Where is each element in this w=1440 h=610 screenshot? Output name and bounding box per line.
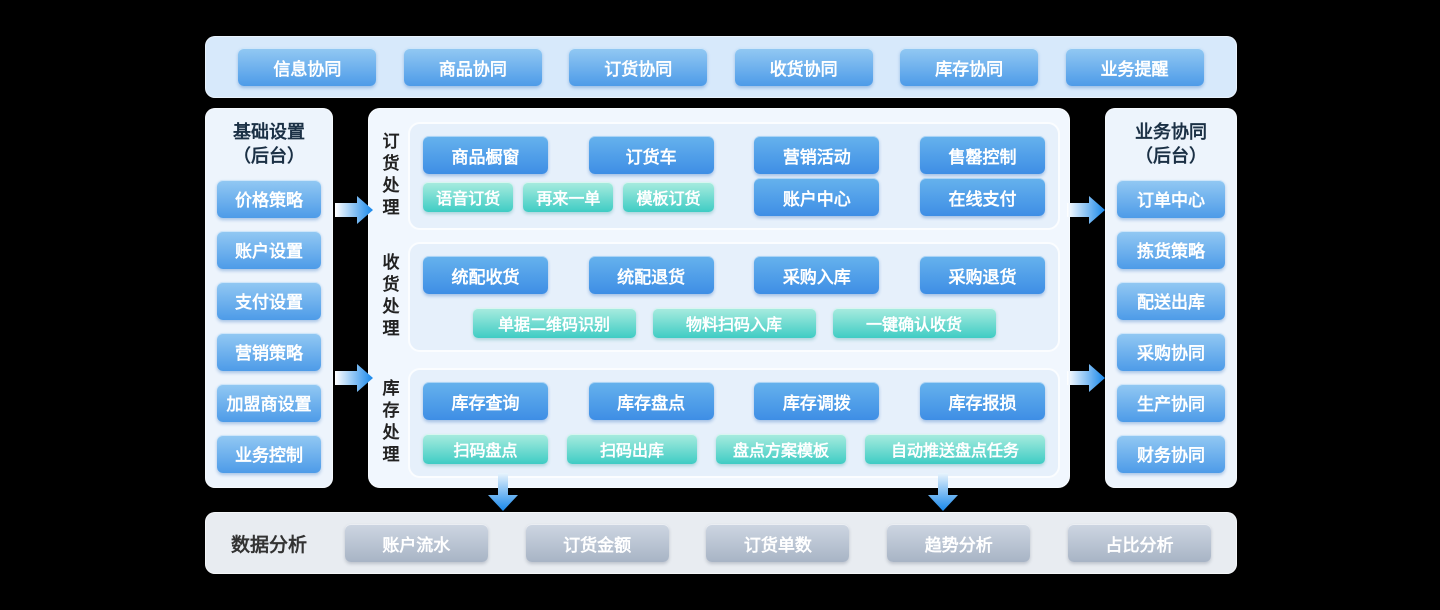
arrow-right-icon	[335, 364, 373, 392]
order-btn-account-center[interactable]: 账户中心	[754, 178, 880, 216]
right-panel-title-line1: 业务协同	[1135, 122, 1207, 142]
order-btn-template-order[interactable]: 模板订货	[623, 182, 714, 212]
inventory-btn-scan-stocktake[interactable]: 扫码盘点	[423, 434, 548, 464]
order-btn-product-showcase[interactable]: 商品橱窗	[423, 136, 548, 174]
analysis-btn-order-count[interactable]: 订货单数	[706, 524, 850, 562]
top-bar-button-order-collab[interactable]: 订货协同	[569, 48, 708, 86]
left-item-marketing-strategy[interactable]: 营销策略	[217, 332, 321, 371]
inventory-btn-auto-push-task[interactable]: 自动推送盘点任务	[865, 434, 1045, 464]
receive-btn-qrcode-recognition[interactable]: 单据二维码识别	[472, 308, 636, 338]
left-item-franchisee-settings[interactable]: 加盟商设置	[217, 383, 321, 422]
right-item-order-center[interactable]: 订单中心	[1117, 179, 1225, 218]
data-analysis-label: 数据分析	[231, 534, 308, 556]
order-btn-order-cart[interactable]: 订货车	[588, 136, 714, 174]
arrow-right-icon	[335, 196, 373, 224]
analysis-btn-ratio-analysis[interactable]: 占比分析	[1068, 524, 1211, 562]
receive-btn-material-scan-inbound[interactable]: 物料扫码入库	[652, 308, 816, 338]
receive-btn-purchase-return[interactable]: 采购退货	[919, 256, 1045, 294]
top-bar-button-business-remind[interactable]: 业务提醒	[1065, 48, 1204, 86]
arrow-down-icon	[928, 473, 958, 511]
top-collaboration-panel: 信息协同 商品协同 订货协同 收货协同 库存协同 业务提醒	[205, 36, 1237, 98]
order-btn-marketing-activity[interactable]: 营销活动	[754, 136, 880, 174]
inventory-btn-transfer[interactable]: 库存调拨	[754, 382, 880, 420]
right-item-delivery-outbound[interactable]: 配送出库	[1117, 281, 1225, 320]
row-label-receive-processing: 收货处理	[379, 253, 399, 341]
left-panel-title-line1: 基础设置	[233, 122, 305, 142]
inventory-btn-stocktake-template[interactable]: 盘点方案模板	[716, 434, 846, 464]
order-btn-soldout-control[interactable]: 售罄控制	[919, 136, 1045, 174]
middle-processing-panel: 订货处理 商品橱窗 订货车 营销活动 售罄控制 语音订货 再来一单 模板订货 账…	[368, 108, 1070, 488]
left-panel-title-line2: （后台）	[233, 146, 305, 167]
left-item-price-strategy[interactable]: 价格策略	[217, 179, 321, 218]
right-panel-title: 业务协同 （后台）	[1135, 120, 1207, 169]
receive-btn-oneclick-confirm[interactable]: 一键确认收货	[832, 308, 996, 338]
row-label-order-processing: 订货处理	[379, 132, 399, 220]
left-item-account-settings[interactable]: 账户设置	[217, 230, 321, 269]
top-bar-button-info-collab[interactable]: 信息协同	[238, 48, 377, 86]
right-item-production-collab[interactable]: 生产协同	[1117, 383, 1225, 422]
right-collaboration-panel: 业务协同 （后台） 订单中心 拣货策略 配送出库 采购协同 生产协同 财务协同	[1105, 108, 1237, 488]
row-label-inventory-processing: 库存处理	[379, 379, 399, 467]
inventory-btn-scan-outbound[interactable]: 扫码出库	[567, 434, 697, 464]
top-bar-button-receive-collab[interactable]: 收货协同	[734, 48, 873, 86]
arrow-down-icon	[488, 473, 518, 511]
left-settings-panel: 基础设置 （后台） 价格策略 账户设置 支付设置 营销策略 加盟商设置 业务控制	[205, 108, 333, 488]
receive-btn-unified-return[interactable]: 统配退货	[588, 256, 714, 294]
inventory-btn-stocktake[interactable]: 库存盘点	[588, 382, 714, 420]
right-item-purchase-collab[interactable]: 采购协同	[1117, 332, 1225, 371]
left-panel-title: 基础设置 （后台）	[233, 120, 305, 169]
analysis-btn-order-amount[interactable]: 订货金额	[525, 524, 669, 562]
receive-btn-purchase-inbound[interactable]: 采购入库	[754, 256, 880, 294]
left-item-payment-settings[interactable]: 支付设置	[217, 281, 321, 320]
inventory-btn-query[interactable]: 库存查询	[423, 382, 548, 420]
inventory-processing-row: 库存查询 库存盘点 库存调拨 库存报损 扫码盘点 扫码出库 盘点方案模板 自动推…	[408, 368, 1060, 478]
arrow-right-icon	[1067, 364, 1105, 392]
order-processing-row: 商品橱窗 订货车 营销活动 售罄控制 语音订货 再来一单 模板订货 账户中心 在…	[408, 122, 1060, 230]
order-btn-reorder[interactable]: 再来一单	[523, 182, 614, 212]
receive-btn-unified-receive[interactable]: 统配收货	[423, 256, 548, 294]
arrow-right-icon	[1067, 196, 1105, 224]
right-panel-title-line2: （后台）	[1135, 146, 1207, 167]
top-bar-button-inventory-collab[interactable]: 库存协同	[900, 48, 1039, 86]
analysis-btn-trend-analysis[interactable]: 趋势分析	[887, 524, 1031, 562]
order-btn-online-payment[interactable]: 在线支付	[919, 178, 1045, 216]
left-item-business-control[interactable]: 业务控制	[217, 434, 321, 473]
receive-processing-row: 统配收货 统配退货 采购入库 采购退货 单据二维码识别 物料扫码入库 一键确认收…	[408, 242, 1060, 352]
right-item-finance-collab[interactable]: 财务协同	[1117, 434, 1225, 473]
right-item-picking-strategy[interactable]: 拣货策略	[1117, 230, 1225, 269]
order-btn-voice-order[interactable]: 语音订货	[423, 182, 514, 212]
top-bar-button-product-collab[interactable]: 商品协同	[403, 48, 542, 86]
data-analysis-panel: 数据分析 账户流水 订货金额 订货单数 趋势分析 占比分析	[205, 512, 1237, 574]
order-teal-group: 语音订货 再来一单 模板订货	[423, 182, 714, 212]
inventory-btn-loss-report[interactable]: 库存报损	[919, 382, 1045, 420]
analysis-btn-account-flow[interactable]: 账户流水	[344, 524, 488, 562]
